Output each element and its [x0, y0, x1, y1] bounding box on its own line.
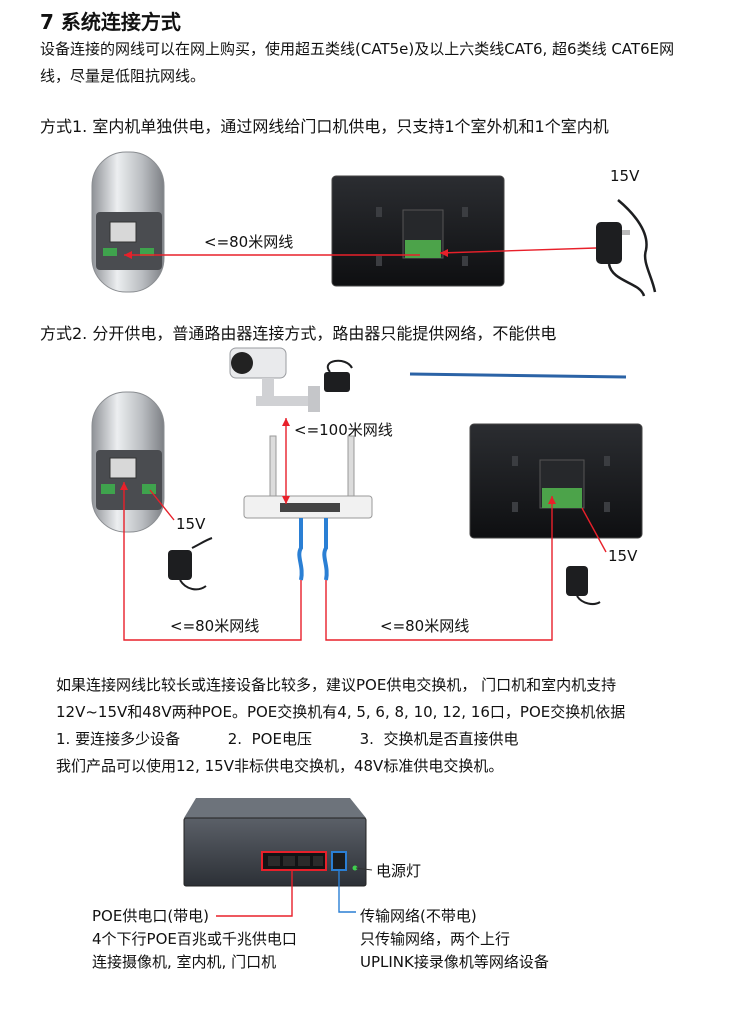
poe-port-callout: [216, 870, 293, 917]
poe-line-3: 1. 要连接多少设备 2. POE电压 3. 交换机是否直接供电: [56, 730, 519, 748]
poe-line-4: 我们产品可以使用12, 15V非标供电交换机，48V标准供电交换机。: [56, 757, 504, 775]
camera-cable-label: <=100米网线: [294, 421, 393, 439]
ip-camera: [229, 347, 320, 412]
intro-line-1: 设备连接的网线可以在网上购买，使用超五类线(CAT5e)及以上六类线CAT6, …: [40, 40, 675, 58]
outdoor-power-label: 15V: [176, 515, 206, 533]
uplink-desc-1: 只传输网络，两个上行: [360, 930, 511, 948]
method1-power-label: 15V: [610, 167, 640, 185]
indoor-power-wire: [581, 507, 607, 553]
indoor-unit-1: [331, 175, 505, 287]
poe-port-desc-1: 4个下行POE百兆或千兆供电口: [92, 930, 297, 948]
patch-cable-left: [297, 518, 304, 581]
poe-switch: [183, 798, 367, 887]
power-light-label: 电源灯: [376, 862, 422, 880]
method2-heading: 方式2. 分开供电，普通路由器连接方式，路由器只能提供网络，不能供电: [40, 324, 557, 343]
router: [243, 435, 373, 519]
indoor-power-label: 15V: [608, 547, 638, 565]
power-adapter-outdoor-2: [168, 537, 213, 591]
power-adapter-1: [596, 199, 657, 297]
patch-cable-right: [322, 518, 329, 581]
outdoor-power-wire: [149, 489, 175, 521]
method1-cable-label: <=80米网线: [204, 233, 294, 251]
uplink-desc-2: UPLINK接录像机等网络设备: [360, 953, 549, 971]
method1-power-wire: [439, 247, 597, 254]
poe-port-title: POE供电口(带电): [92, 907, 210, 925]
uplink-title: 传输网络(不带电): [360, 907, 477, 925]
poe-line-1: 如果连接网线比较长或连接设备比较多，建议POE供电交换机， 门口机和室内机支持: [56, 676, 617, 694]
power-light-callout: [355, 867, 373, 871]
uplink-callout: [338, 870, 356, 913]
power-adapter-indoor-2: [566, 566, 601, 605]
camera-power-adapter: [324, 359, 353, 392]
poe-line-2: 12V~15V和48V两种POE。POE交换机有4, 5, 6, 8, 10, …: [56, 703, 626, 721]
method1-heading: 方式1. 室内机单独供电，通过网线给门口机供电，只支持1个室外机和1个室内机: [40, 117, 609, 136]
section-title: 7 系统连接方式: [40, 10, 181, 34]
right-cable-wire: [325, 496, 553, 641]
poe-port-desc-2: 连接摄像机, 室内机, 门口机: [92, 953, 277, 971]
left-cable-label: <=80米网线: [170, 617, 260, 635]
intro-line-2: 线，尽量是低阻抗网线。: [40, 67, 206, 85]
outdoor-unit-2: [91, 391, 165, 533]
indoor-unit-2: [469, 423, 643, 539]
right-cable-label: <=80米网线: [380, 617, 470, 635]
left-cable-wire: [123, 482, 302, 641]
outdoor-unit-1: [91, 151, 165, 293]
divider-line: [409, 372, 627, 379]
